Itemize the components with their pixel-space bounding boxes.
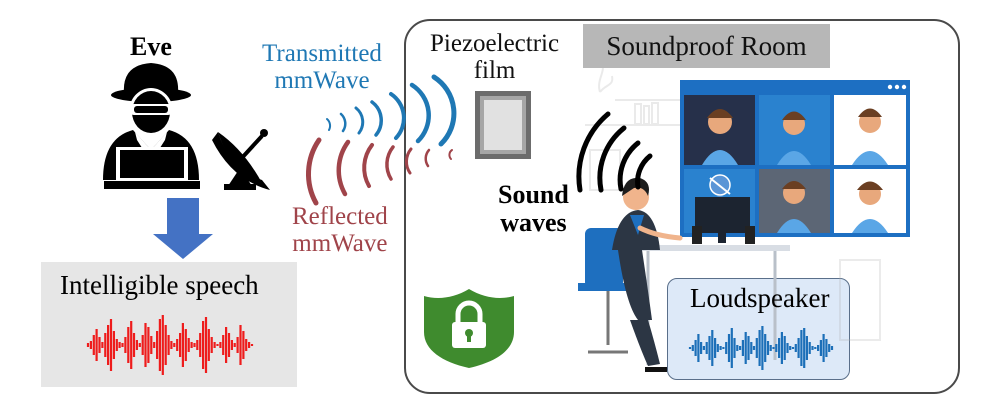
dish-antenna-icon <box>212 129 270 190</box>
lock-shield-icon <box>424 289 514 368</box>
transmitted-mmwave-icon <box>326 74 457 147</box>
soundproof-room-frame <box>404 19 960 394</box>
room-label: Soundproof Room <box>583 24 830 68</box>
woman-at-desk-icon <box>578 177 790 372</box>
sound-waves-label: Sound waves <box>498 180 569 237</box>
loudspeaker-waveform <box>688 326 834 370</box>
reflected-mmwave-icon <box>305 137 453 206</box>
speech-label: Intelligible speech <box>60 270 259 300</box>
sound-waves-icon <box>576 111 653 193</box>
loudspeaker-label: Loudspeaker <box>690 283 830 313</box>
piezo-label: Piezoelectric film <box>430 30 560 84</box>
spy-icon <box>103 63 200 189</box>
reflected-label: Reflected mmWave <box>292 203 388 257</box>
down-arrow-icon <box>153 198 213 259</box>
transmitted-label: Transmitted mmWave <box>262 40 382 94</box>
piezo-film-icon <box>475 91 531 159</box>
speech-waveform <box>86 315 254 375</box>
eve-label: Eve <box>130 32 172 61</box>
